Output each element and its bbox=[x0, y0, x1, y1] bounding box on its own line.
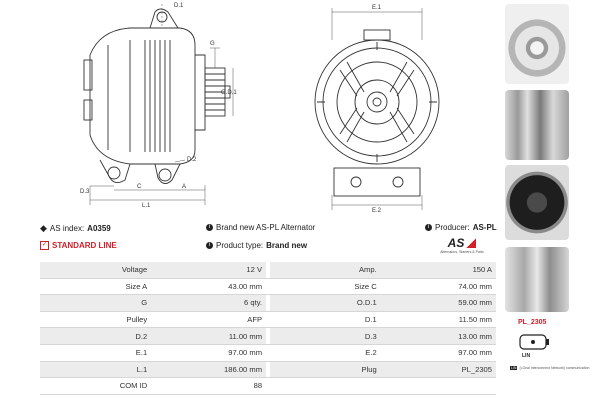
as-index: ◆ AS index: A0359 bbox=[40, 223, 111, 234]
spec-value: 12 V bbox=[151, 262, 267, 279]
spec-value bbox=[380, 377, 496, 395]
spec-label: Size C bbox=[269, 278, 381, 296]
front-view-drawing: E.1 E.2 bbox=[314, 5, 440, 214]
tag-icon: ◆ bbox=[40, 223, 47, 233]
spec-value: 13.00 mm bbox=[380, 327, 496, 345]
spec-value: 59.00 mm bbox=[380, 294, 496, 312]
product-type-label: Product type: bbox=[216, 241, 264, 250]
spec-label: Voltage bbox=[40, 262, 152, 279]
label-d3: D.3 bbox=[80, 189, 90, 195]
logo-subtitle: Alternators, Starters & Parts bbox=[440, 250, 484, 254]
product-type: i Product type: Brand new bbox=[206, 241, 307, 250]
plug-code: PL_2305 bbox=[518, 319, 547, 326]
spec-label: D.1 bbox=[269, 311, 381, 329]
spec-value: 11.00 mm bbox=[151, 327, 267, 345]
table-row: COM ID 88 bbox=[40, 377, 496, 395]
spec-value: 74.00 mm bbox=[380, 278, 496, 296]
spec-value: 6 qty. bbox=[151, 294, 267, 312]
info-icon: i bbox=[425, 224, 432, 231]
brand-text: Brand new AS-PL Alternator bbox=[216, 223, 316, 232]
plug-pin-label: LIN bbox=[522, 353, 531, 359]
standard-line: ✓ STANDARD LINE bbox=[40, 241, 117, 250]
label-a: A bbox=[182, 184, 186, 190]
as-index-value: A0359 bbox=[87, 224, 111, 233]
photo-rear-view bbox=[505, 165, 569, 240]
spec-value: 186.00 mm bbox=[151, 361, 267, 379]
producer-value: AS-PL bbox=[472, 223, 497, 232]
table-row: D.2 11.00 mm D.3 13.00 mm bbox=[40, 327, 496, 345]
plug-legend-text: (LOcal Interconnect Network) communicati… bbox=[519, 366, 590, 370]
spec-label: E.1 bbox=[40, 344, 152, 362]
table-row: G 6 qty. O.D.1 59.00 mm bbox=[40, 294, 496, 312]
label-e2: E.2 bbox=[372, 208, 382, 214]
spec-label: COM ID bbox=[40, 377, 152, 395]
plug-connector-icon bbox=[519, 334, 549, 350]
spec-label: Amp. bbox=[269, 262, 381, 279]
spec-value: 88 bbox=[151, 377, 267, 395]
photo-side-view bbox=[505, 247, 569, 312]
asp-logo: AS Alternators, Starters & Parts bbox=[432, 236, 492, 258]
spec-label bbox=[269, 377, 381, 395]
brand-info: i Brand new AS-PL Alternator bbox=[206, 223, 315, 232]
spec-label: O.D.1 bbox=[269, 294, 381, 312]
table-row: Pulley AFP D.1 11.50 mm bbox=[40, 311, 496, 329]
logo-text: AS bbox=[447, 236, 465, 250]
plug-legend: LIN (LOcal Interconnect Network) communi… bbox=[510, 366, 589, 370]
label-d1: D.1 bbox=[174, 3, 184, 9]
label-od1: O.D.1 bbox=[221, 90, 237, 96]
label-d2: D.2 bbox=[187, 157, 197, 163]
side-view-drawing: D.1 G O.D.1 D.2 D.3 C A L.1 bbox=[80, 3, 237, 209]
spec-label: E.2 bbox=[269, 344, 381, 362]
spec-value: AFP bbox=[151, 311, 267, 329]
table-row: E.1 97.00 mm E.2 97.00 mm bbox=[40, 344, 496, 362]
logo-mark-icon bbox=[466, 238, 477, 248]
photo-top-view bbox=[505, 90, 569, 160]
plug-legend-code: LIN bbox=[510, 366, 518, 370]
spec-value: 150 A bbox=[380, 262, 496, 279]
spec-value: 43.00 mm bbox=[151, 278, 267, 296]
table-row: L.1 186.00 mm Plug PL_2305 bbox=[40, 361, 496, 379]
label-c: C bbox=[137, 184, 142, 190]
label-g: G bbox=[210, 41, 215, 47]
standard-line-text: STANDARD LINE bbox=[52, 241, 117, 250]
checkbox-icon: ✓ bbox=[40, 241, 49, 250]
spec-value: 97.00 mm bbox=[380, 344, 496, 362]
spec-label: G bbox=[40, 294, 152, 312]
spec-value: PL_2305 bbox=[380, 361, 496, 379]
info-icon: i bbox=[206, 224, 213, 231]
spec-value: 97.00 mm bbox=[151, 344, 267, 362]
spec-table: Voltage 12 V Amp. 150 A Size A 43.00 mm … bbox=[40, 262, 496, 395]
producer-info: i Producer: AS-PL bbox=[425, 223, 497, 232]
spec-label: Size A bbox=[40, 278, 152, 296]
spec-label: L.1 bbox=[40, 361, 152, 379]
label-e1: E.1 bbox=[372, 5, 382, 11]
spec-label: Plug bbox=[269, 361, 381, 379]
label-l1: L.1 bbox=[142, 203, 151, 209]
photo-pulley-side bbox=[505, 4, 569, 84]
product-type-value: Brand new bbox=[266, 241, 308, 250]
as-index-label: AS index: bbox=[49, 224, 85, 233]
table-row: Voltage 12 V Amp. 150 A bbox=[40, 262, 496, 279]
spec-label: Pulley bbox=[40, 311, 152, 329]
info-icon: i bbox=[206, 242, 213, 249]
spec-label: D.3 bbox=[269, 327, 381, 345]
table-row: Size A 43.00 mm Size C 74.00 mm bbox=[40, 278, 496, 296]
spec-label: D.2 bbox=[40, 327, 152, 345]
spec-value: 11.50 mm bbox=[380, 311, 496, 329]
producer-label: Producer: bbox=[435, 223, 470, 232]
